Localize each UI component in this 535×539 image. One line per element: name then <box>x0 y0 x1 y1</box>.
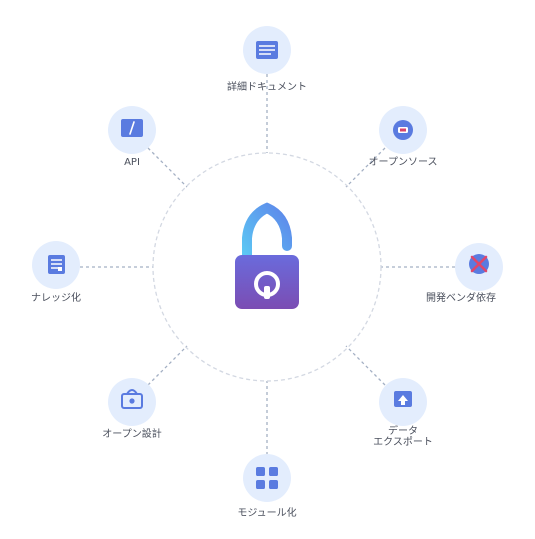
notes-icon <box>48 255 65 274</box>
padlock-keyhole-slot <box>264 286 270 299</box>
label-opendesign: オープン設計 <box>102 429 161 440</box>
label-api-text: API <box>124 157 140 168</box>
open-source-icon <box>393 120 413 140</box>
node-modular <box>243 454 291 502</box>
label-opensource-text: オープンソース <box>368 157 438 168</box>
label-knowledge: ナレッジ化 <box>31 293 81 304</box>
api-slash-icon <box>121 119 143 137</box>
label-docs: 詳細ドキュメント <box>227 82 307 93</box>
label-docs-text: 詳細ドキュメント <box>227 82 307 93</box>
node-export <box>379 378 427 426</box>
connector-opendesign <box>147 345 188 386</box>
document-icon <box>256 41 278 59</box>
node-vendor <box>455 243 503 291</box>
x-mark-icon <box>469 254 489 274</box>
connectors <box>80 74 455 455</box>
label-opensource: オープンソース <box>369 157 438 168</box>
unlocked-padlock-icon <box>235 202 299 309</box>
label-export: データ エクスポート <box>373 426 433 448</box>
connector-api <box>147 147 188 188</box>
label-modular-text: モジュール化 <box>237 508 297 519</box>
padlock-body <box>235 255 299 309</box>
lock-icon <box>121 389 143 409</box>
node-opensource <box>379 106 427 154</box>
label-api: API <box>124 157 140 168</box>
label-modular: モジュール化 <box>237 508 296 519</box>
center-ring <box>152 152 382 382</box>
export-icon <box>394 391 412 407</box>
label-vendor-text: 開発ベンダ依存 <box>426 293 496 304</box>
node-opendesign <box>108 378 156 426</box>
label-export-text: データ <box>387 426 418 437</box>
label-opendesign-text: オープン設計 <box>102 429 162 440</box>
node-knowledge <box>32 241 80 289</box>
node-api <box>108 106 156 154</box>
label-vendor: 開発ベンダ依存 <box>426 293 496 304</box>
grid-icon <box>256 467 278 489</box>
connector-export <box>345 345 386 386</box>
node-docs <box>243 26 291 74</box>
node-modular-bg <box>243 454 291 502</box>
padlock-shackle <box>242 202 292 264</box>
label-knowledge-text: ナレッジ化 <box>31 293 81 304</box>
label-export-text-2: エクスポート <box>373 437 433 448</box>
